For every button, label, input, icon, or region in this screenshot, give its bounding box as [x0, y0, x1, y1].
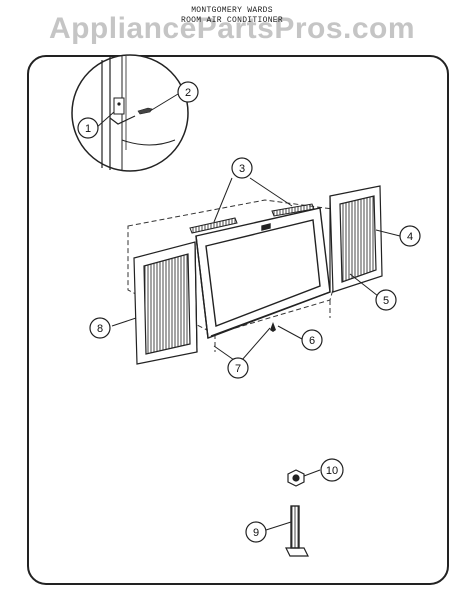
- callout-label: 9: [253, 527, 259, 539]
- callout-label: 7: [235, 363, 241, 375]
- callout-label: 5: [383, 295, 389, 307]
- callout-3: 3: [231, 157, 253, 179]
- callout-8: 8: [89, 317, 111, 339]
- callout-label: 6: [309, 335, 315, 347]
- callout-label: 1: [85, 123, 91, 135]
- callout-9: 9: [245, 521, 267, 543]
- callout-6: 6: [301, 329, 323, 351]
- diagram-border: [27, 55, 449, 585]
- callout-label: 8: [97, 323, 103, 335]
- callout-label: 4: [407, 231, 413, 243]
- callout-7: 7: [227, 357, 249, 379]
- cabinet-outline: [127, 199, 356, 352]
- watermark: AppliancePartsPros.com: [48, 12, 416, 45]
- bolt-part: [285, 505, 309, 557]
- callout-label: 2: [185, 87, 191, 99]
- detail-inset: [71, 54, 189, 172]
- screw-frame: [270, 322, 276, 332]
- callout-5: 5: [375, 289, 397, 311]
- leader-lines: [95, 93, 401, 531]
- header-line-2: ROOM AIR CONDITIONER: [180, 16, 283, 25]
- callout-label: 10: [326, 465, 338, 477]
- header-line-1: MONTGOMERY WARDS: [191, 6, 273, 15]
- left-side-panel: [133, 241, 198, 365]
- top-brackets: [189, 203, 315, 234]
- right-side-panel: [329, 185, 383, 293]
- center-frame: [195, 207, 331, 339]
- callout-4: 4: [399, 225, 421, 247]
- nut-part: [287, 469, 305, 487]
- callout-label: 3: [239, 163, 245, 175]
- callout-10: 10: [320, 458, 344, 482]
- callout-1: 1: [77, 117, 99, 139]
- callout-2: 2: [177, 81, 199, 103]
